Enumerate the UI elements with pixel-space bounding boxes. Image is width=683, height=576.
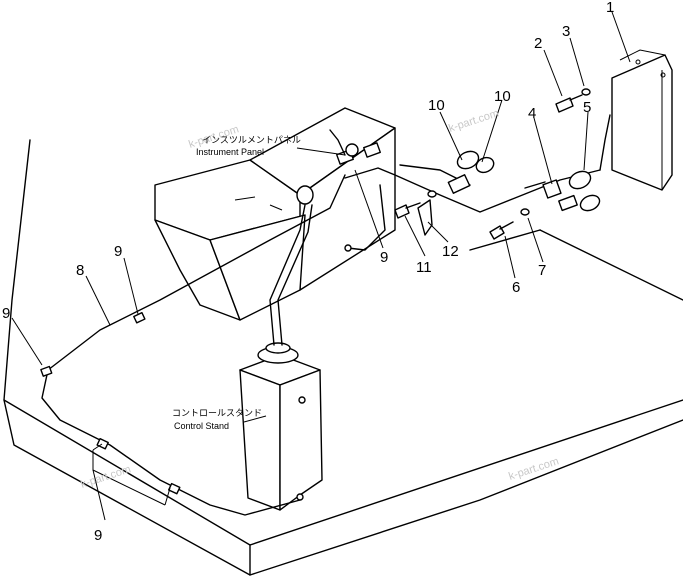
callout-9-bottom: 9 [94,527,102,544]
callout-12: 12 [442,243,459,260]
bolts-and-washers [394,88,591,240]
callout-7: 7 [538,262,546,279]
leader-lines [11,11,631,521]
callout-3: 3 [562,23,570,40]
callout-11: 11 [416,259,432,276]
instrument-panel-label-en: Instrument Panel [196,147,264,157]
watermark: k-part.com [79,463,132,490]
callout-6: 6 [512,279,520,296]
control-stand-body [239,342,323,511]
callout-5: 5 [583,99,591,116]
instrument-panel-label-jp: インスツルメントパネル [202,135,301,145]
bracket-part-1 [611,49,673,191]
harness-clamps [40,311,181,495]
callout-2: 2 [534,35,542,52]
callout-10-left: 10 [428,97,445,114]
callout-1: 1 [606,0,614,16]
callout-9-clamp: 9 [114,243,122,260]
floor-plate [3,139,683,576]
callout-10-right: 10 [494,88,511,105]
callout-8: 8 [76,262,84,279]
callout-9-left: 9 [2,305,10,322]
switch-parts-4-5 [524,114,611,212]
instrument-panel-body [154,107,396,321]
panel-connectors [329,129,381,165]
callout-4: 4 [528,105,536,122]
control-stand-label-en: Control Stand [174,421,229,431]
relay-part-10 [447,150,495,194]
callout-9-panel: 9 [380,249,388,266]
control-stand-label-jp: コントロールスタンド [172,408,262,418]
